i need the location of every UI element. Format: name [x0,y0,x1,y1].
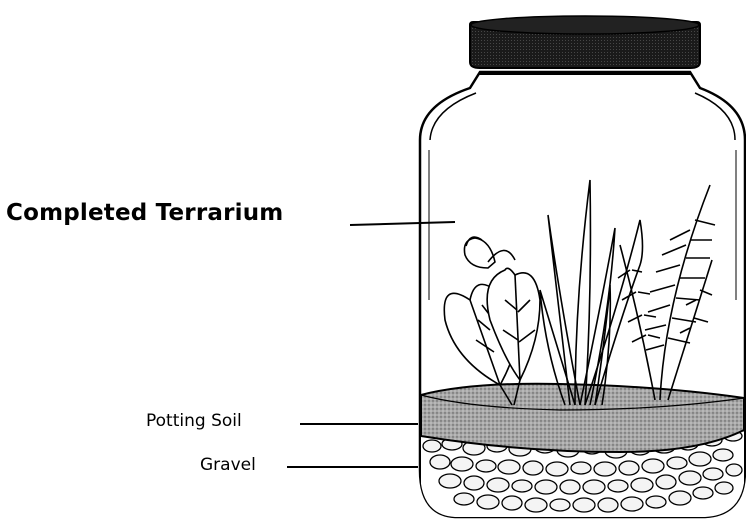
potting-soil-label: Potting Soil [146,411,242,431]
terrarium-label: Completed Terrarium [6,200,283,226]
jar-lid [470,16,700,68]
gravel-label: Gravel [200,455,256,475]
